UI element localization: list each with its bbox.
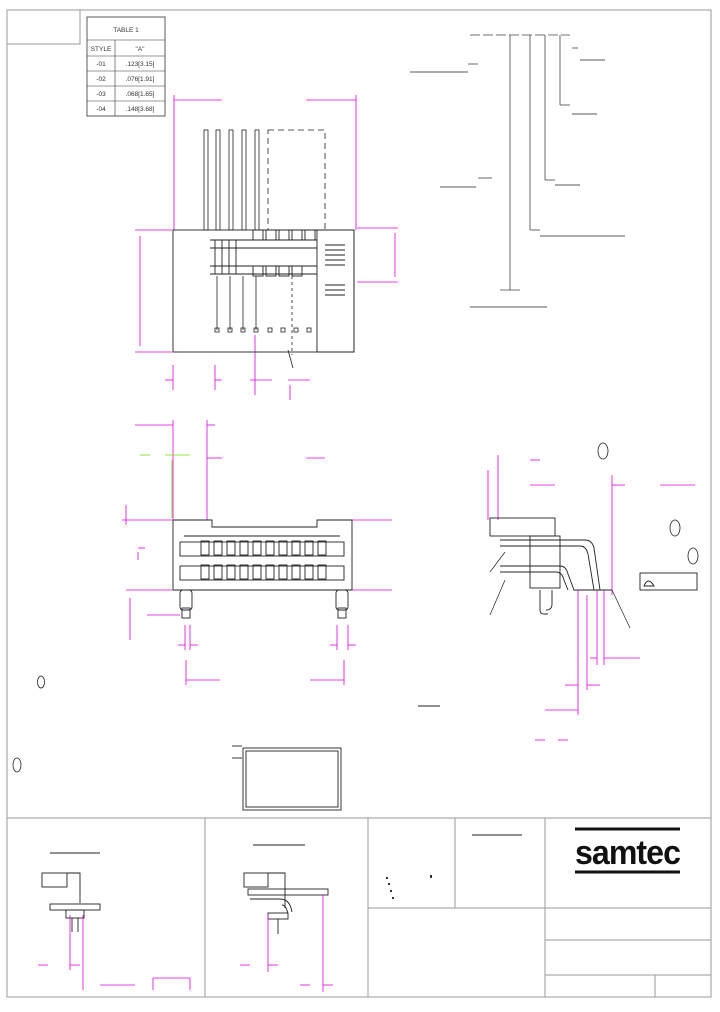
drawing-frame xyxy=(6,9,712,998)
table-1-header-a: "A" xyxy=(136,46,146,53)
front-view-dimensions xyxy=(122,420,392,685)
table-1-row-value: .076[1.91] xyxy=(126,76,155,83)
table-1: TABLE 1 STYLE "A" -01 .123[3.15] -02 .07… xyxy=(86,16,166,117)
callout-tree xyxy=(410,34,625,308)
side-view-callout-circles xyxy=(597,442,699,565)
side-view-dimensions xyxy=(487,455,695,741)
side-view xyxy=(487,442,699,741)
front-view xyxy=(122,420,392,685)
side-view-body xyxy=(489,517,698,615)
samtec-logo: samtec xyxy=(575,827,681,874)
table-1-row-style: -04 xyxy=(96,106,106,113)
table-1-title: TABLE 1 xyxy=(113,27,139,34)
table-1-row-style: -01 xyxy=(96,61,106,68)
callout-circles-left xyxy=(12,675,45,773)
title-block xyxy=(386,834,522,899)
front-view-green-dimension xyxy=(140,454,190,518)
table-1-row-value: .123[3.15] xyxy=(126,61,155,68)
table-1-row-style: -03 xyxy=(96,91,106,98)
table-1-row-value: .068[1.65] xyxy=(126,91,155,98)
table-1-row-style: -02 xyxy=(96,76,106,83)
top-view-body xyxy=(172,229,355,353)
front-view-body xyxy=(172,519,353,619)
top-view-pins xyxy=(203,129,326,369)
side-view-leaders xyxy=(489,551,631,629)
detail-view-b xyxy=(240,844,333,992)
notes-box xyxy=(232,705,440,811)
table-1-header-style: STYLE xyxy=(91,46,112,53)
detail-view-a xyxy=(38,852,191,990)
top-view-dimensions xyxy=(135,95,398,400)
table-1-row-value: .148[3.68] xyxy=(126,106,155,113)
top-view xyxy=(135,95,398,400)
samtec-logo-text: samtec xyxy=(575,834,680,872)
